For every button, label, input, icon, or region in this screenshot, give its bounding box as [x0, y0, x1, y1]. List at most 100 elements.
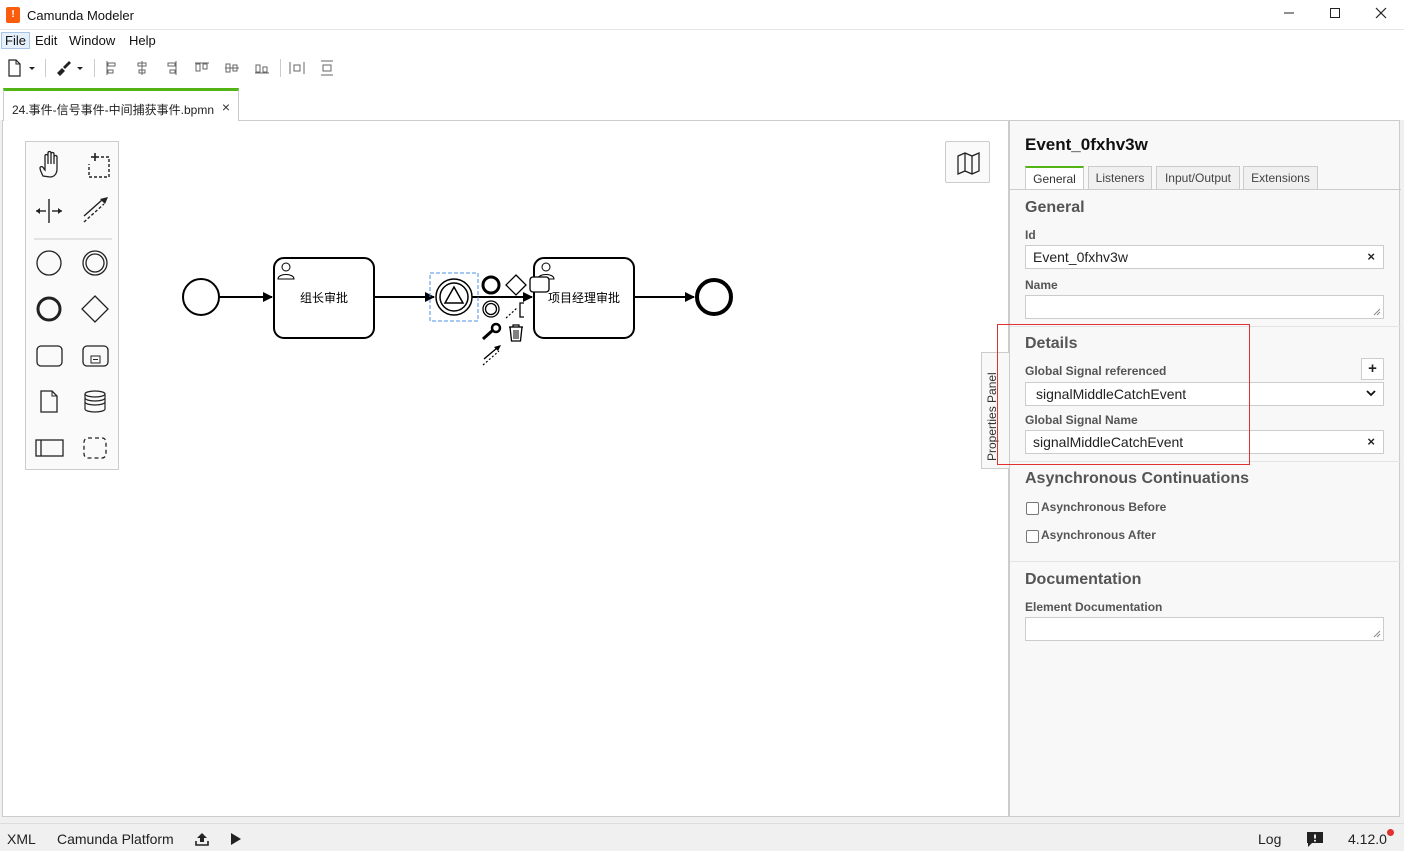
general-heading: General: [1025, 199, 1085, 216]
properties-panel-toggle-label: Properties Panel: [985, 372, 999, 461]
task-label: 组长审批: [300, 290, 348, 305]
space-tool-icon[interactable]: [36, 199, 62, 223]
signal-name-input[interactable]: signalMiddleCatchEvent ×: [1025, 430, 1384, 454]
add-signal-button[interactable]: +: [1361, 358, 1384, 380]
window-title: Camunda Modeler: [27, 8, 134, 23]
async-before-label: Asynchronous Before: [1041, 500, 1167, 514]
connect-icon[interactable]: [482, 345, 501, 366]
documentation-heading: Documentation: [1025, 571, 1142, 588]
xml-view-button[interactable]: XML: [7, 831, 36, 847]
end-event-icon[interactable]: [36, 296, 62, 322]
chevron-down-icon: [1366, 390, 1376, 397]
title-bar: ! Camunda Modeler: [0, 0, 1404, 30]
menu-bar: File Edit Window Help: [0, 30, 1404, 52]
append-gateway-icon[interactable]: [505, 274, 527, 296]
start-event[interactable]: [182, 278, 220, 316]
data-object-icon[interactable]: [40, 390, 58, 413]
distribute-vertical-icon[interactable]: [319, 58, 335, 78]
align-left-icon[interactable]: [104, 58, 118, 78]
user-task-project-manager[interactable]: 项目经理审批: [533, 257, 635, 339]
platform-label[interactable]: Camunda Platform: [57, 831, 174, 847]
async-after-checkbox[interactable]: [1026, 530, 1039, 543]
context-pad: [481, 274, 550, 366]
close-tab-icon[interactable]: ×: [221, 99, 230, 115]
tab-general[interactable]: General: [1025, 166, 1084, 190]
subprocess-icon[interactable]: [82, 345, 109, 367]
signal-name-label: Global Signal Name: [1025, 413, 1138, 427]
intermediate-event-icon[interactable]: [82, 250, 108, 276]
trash-icon[interactable]: [509, 324, 523, 342]
append-intermediate-event-icon[interactable]: [482, 300, 500, 318]
text-annotation-icon[interactable]: [505, 302, 524, 319]
lasso-tool-icon[interactable]: [88, 153, 110, 178]
resize-grip-icon: [1373, 308, 1381, 316]
wrench-icon[interactable]: [481, 322, 502, 341]
end-event[interactable]: [695, 278, 733, 316]
menu-edit[interactable]: Edit: [35, 33, 58, 48]
minimize-icon: [1284, 12, 1294, 14]
id-label: Id: [1025, 228, 1036, 242]
close-icon: [1375, 7, 1387, 19]
user-task-group-leader[interactable]: 组长审批: [273, 257, 375, 339]
signal-ref-label: Global Signal referenced: [1025, 364, 1167, 378]
start-event-icon[interactable]: [36, 250, 62, 276]
tab-listeners[interactable]: Listeners: [1088, 166, 1152, 189]
minimap-toggle-button[interactable]: [945, 141, 990, 183]
properties-panel-toggle[interactable]: Properties Panel: [981, 352, 1011, 469]
feedback-icon[interactable]: [1305, 830, 1325, 848]
append-end-event-icon[interactable]: [481, 275, 501, 295]
async-heading: Asynchronous Continuations: [1025, 470, 1249, 487]
id-input[interactable]: Event_0fxhv3w ×: [1025, 245, 1384, 269]
maximize-button[interactable]: [1312, 0, 1358, 30]
menu-file[interactable]: File: [1, 32, 30, 49]
run-icon[interactable]: [229, 831, 243, 847]
global-connect-icon[interactable]: [83, 197, 108, 223]
color-brush-button[interactable]: [54, 58, 86, 78]
async-before-checkbox[interactable]: [1026, 502, 1039, 515]
task-label: 项目经理审批: [548, 290, 620, 305]
signal-ref-value: signalMiddleCatchEvent: [1036, 386, 1187, 402]
toolbar: [0, 52, 1404, 84]
menu-help[interactable]: Help: [129, 33, 156, 48]
pool-icon[interactable]: [35, 439, 64, 457]
align-bottom-icon[interactable]: [253, 58, 271, 78]
selection-outline: [429, 272, 479, 322]
group-icon[interactable]: [83, 437, 107, 459]
align-center-icon[interactable]: [135, 58, 149, 78]
bpmn-canvas[interactable]: 组长审批 项目经理审批: [2, 120, 1011, 817]
user-task-icon: [277, 262, 295, 280]
maximize-icon: [1330, 8, 1340, 18]
bpmn-diagram: 组长审批 项目经理审批: [182, 257, 733, 366]
minimize-button[interactable]: [1266, 0, 1312, 30]
tab-extensions[interactable]: Extensions: [1243, 166, 1318, 189]
signal-ref-select[interactable]: signalMiddleCatchEvent: [1025, 382, 1384, 406]
new-file-button[interactable]: [6, 58, 38, 78]
task-icon[interactable]: [36, 345, 63, 367]
file-tab[interactable]: 24.事件-信号事件-中间捕获事件.bpmn ×: [3, 88, 239, 121]
log-button[interactable]: Log: [1258, 831, 1282, 847]
hand-tool-icon[interactable]: [39, 150, 58, 178]
align-right-icon[interactable]: [165, 58, 179, 78]
menu-window[interactable]: Window: [69, 33, 116, 48]
id-value: Event_0fxhv3w: [1033, 249, 1128, 265]
append-task-icon[interactable]: [529, 276, 550, 293]
async-after-label: Asynchronous After: [1041, 528, 1156, 542]
clear-signal-name-icon[interactable]: ×: [1367, 434, 1375, 449]
align-top-icon[interactable]: [193, 58, 211, 78]
distribute-horizontal-icon[interactable]: [288, 58, 306, 78]
status-bar: XML Camunda Platform Log 4.12.0: [0, 823, 1404, 851]
close-window-button[interactable]: [1358, 0, 1404, 30]
name-label: Name: [1025, 278, 1058, 292]
clear-id-icon[interactable]: ×: [1367, 249, 1375, 264]
data-store-icon[interactable]: [84, 390, 106, 413]
file-tab-strip: 24.事件-信号事件-中间捕获事件.bpmn ×: [0, 84, 1404, 121]
element-doc-textarea[interactable]: [1025, 617, 1384, 641]
gateway-icon[interactable]: [81, 295, 109, 323]
signal-name-value: signalMiddleCatchEvent: [1033, 434, 1184, 450]
signal-intermediate-catch-event[interactable]: [435, 278, 473, 316]
name-textarea[interactable]: [1025, 295, 1384, 319]
tab-input-output[interactable]: Input/Output: [1156, 166, 1240, 189]
align-middle-icon[interactable]: [223, 58, 241, 78]
file-tab-label: 24.事件-信号事件-中间捕获事件.bpmn: [12, 103, 215, 117]
deploy-icon[interactable]: [194, 831, 210, 847]
